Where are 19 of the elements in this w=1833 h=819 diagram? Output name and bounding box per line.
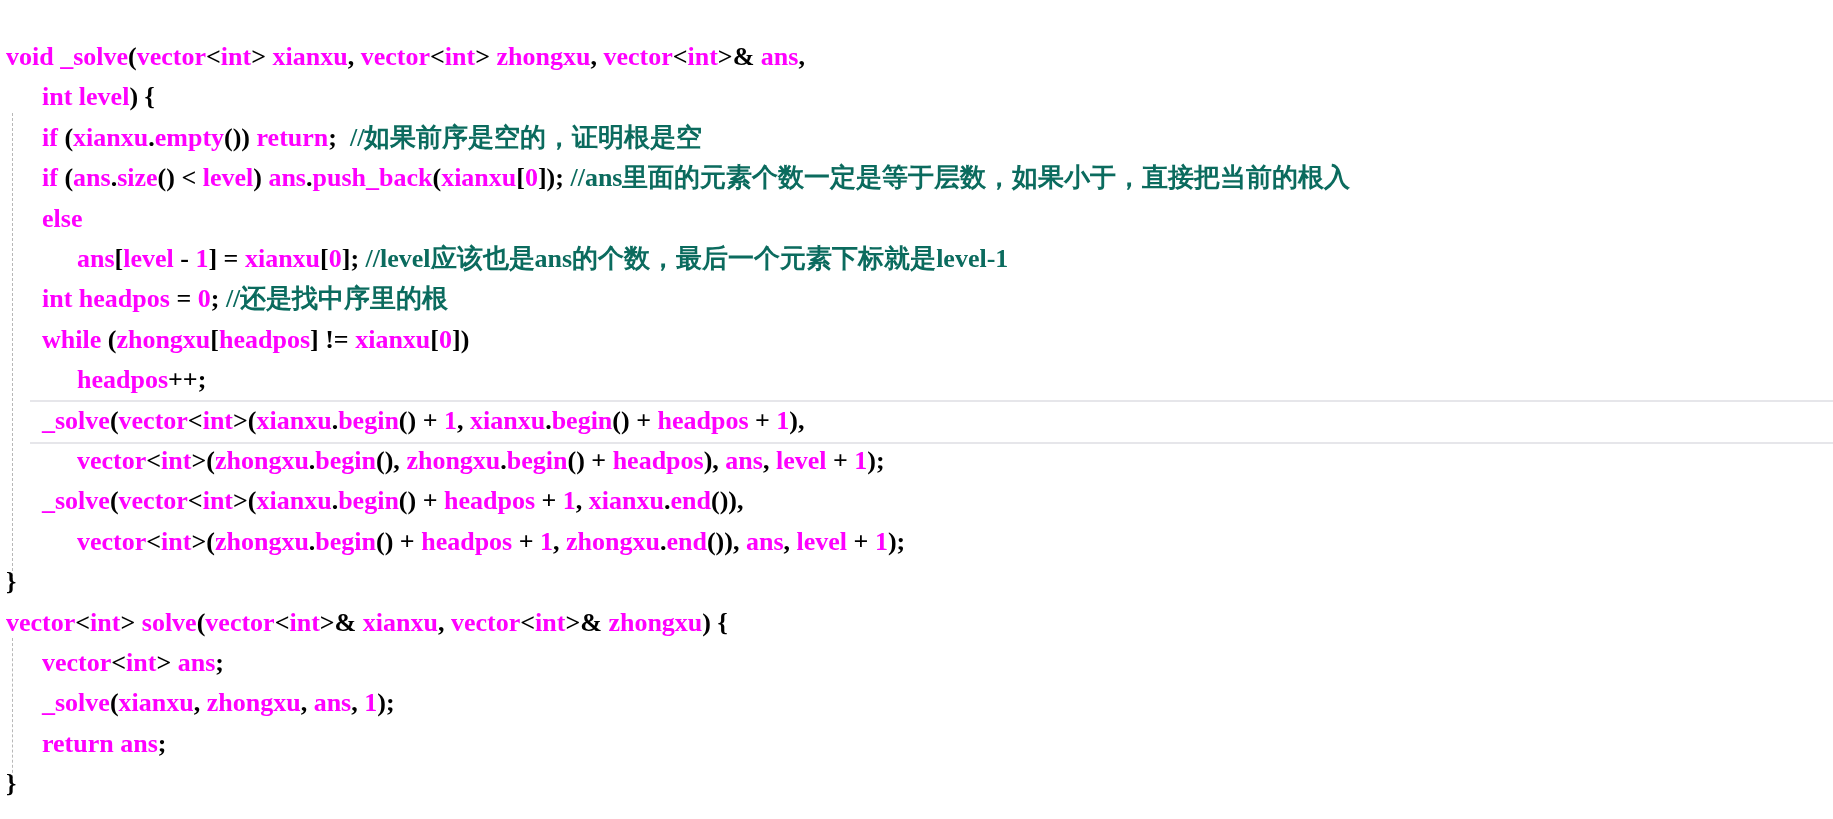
code-line: return ans; — [42, 727, 167, 760]
code-line: vector<int> ans; — [42, 647, 225, 679]
code-line: _solve(vector<int>(xianxu.begin() + headpos + 1, xianxu.end()), — [42, 485, 744, 518]
code-line: vector<int>(zhongxu.begin(), zhongxu.begin() + headpos), ans, level + 1); — [77, 445, 885, 477]
code-line: if (xianxu.empty()) return; //如果前序是空的，证明根是空 — [42, 121, 703, 154]
code-line: vector<int>(zhongxu.begin() + headpos + 1, zhongxu.end()), ans, level + 1); — [77, 525, 906, 558]
code-line: _solve(vector<int>(xianxu.begin() + 1, xianxu.begin() + headpos + 1), — [42, 404, 805, 437]
code-line: } — [6, 768, 17, 801]
code-line: int level) { — [42, 81, 155, 114]
code-line: if (ans.size() < level) ans.push_back(xianxu[0]); //ans里面的元素个数一定是等于层数，如果小于，直接把当前的根入 — [42, 162, 1351, 195]
code-line: while (zhongxu[headpos] != xianxu[0]) — [42, 323, 470, 356]
code-line: ans[level - 1] = xianxu[0]; //level应该也是ans的个数，最后一个元素下标就是level-1 — [77, 243, 1009, 275]
code-line: headpos++; — [77, 364, 207, 397]
code-line: int headpos = 0; //还是找中序里的根 — [42, 283, 449, 316]
code-line: } — [6, 566, 17, 599]
code-line: vector<int> solve(vector<int>& xianxu, vector<int>& zhongxu) { — [6, 606, 728, 639]
code-line: else — [42, 202, 83, 235]
code-line: _solve(xianxu, zhongxu, ans, 1); — [42, 687, 395, 720]
code-line: void _solve(vector<int> xianxu, vector<int> zhongxu, vector<int>& ans, — [6, 41, 805, 73]
